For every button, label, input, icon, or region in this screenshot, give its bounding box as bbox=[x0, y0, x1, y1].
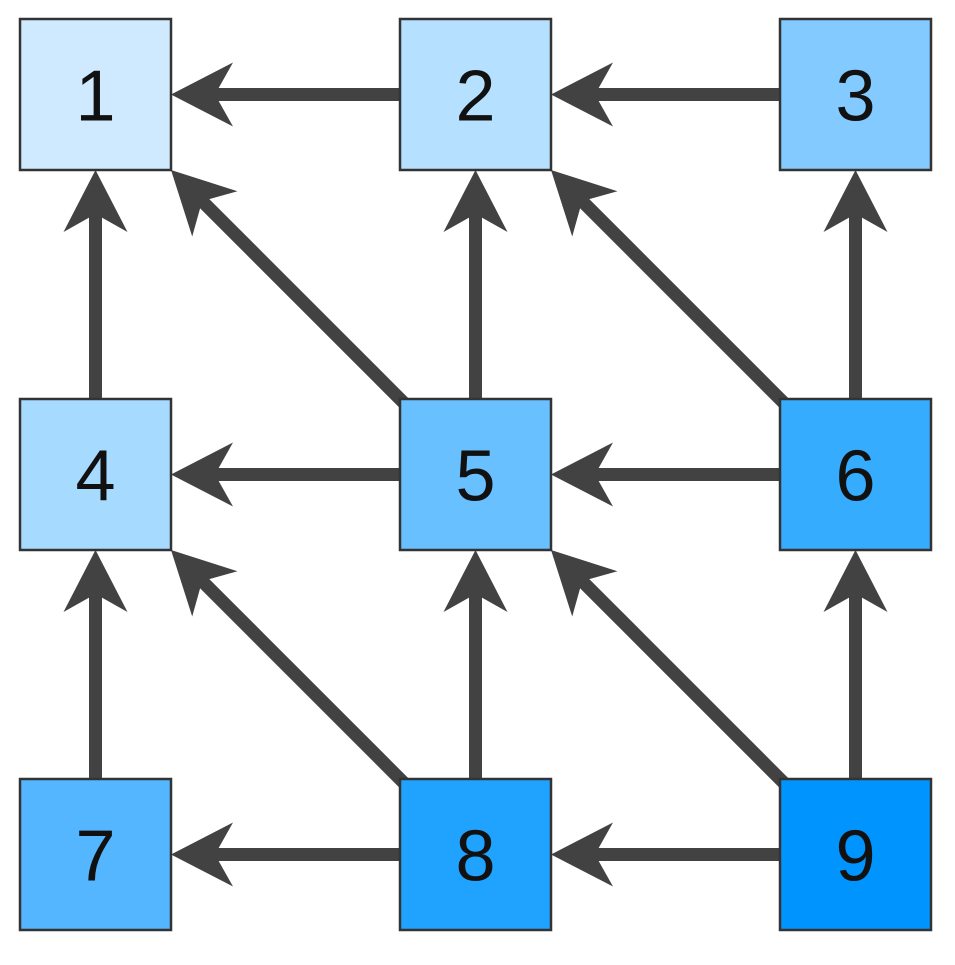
edge-line bbox=[195, 574, 411, 790]
edge-6-to-5 bbox=[551, 442, 793, 507]
node-box bbox=[778, 397, 933, 552]
arrowhead-icon bbox=[551, 62, 613, 127]
arrowhead-icon bbox=[63, 170, 128, 232]
node-7: 7 bbox=[18, 777, 173, 932]
node-box bbox=[398, 17, 553, 172]
arrowhead-icon bbox=[443, 170, 508, 232]
arrowhead-icon bbox=[823, 550, 888, 612]
node-box bbox=[398, 777, 553, 932]
arrowhead-icon bbox=[171, 822, 233, 887]
node-8: 8 bbox=[398, 777, 553, 932]
arrowhead-icon bbox=[551, 442, 613, 507]
arrowhead-icon bbox=[443, 550, 508, 612]
node-6: 6 bbox=[778, 397, 933, 552]
node-label: 1 bbox=[75, 57, 115, 137]
node-4: 4 bbox=[18, 397, 173, 552]
node-box bbox=[398, 397, 553, 552]
edge-9-to-6 bbox=[823, 550, 888, 792]
edge-4-to-1 bbox=[63, 170, 128, 412]
nodes-layer: 1 2 3 4 5 6 7 8 9 bbox=[18, 17, 933, 932]
node-label: 5 bbox=[455, 437, 495, 517]
edge-2-to-1 bbox=[171, 62, 413, 127]
edge-9-to-8 bbox=[551, 822, 793, 887]
edge-line bbox=[575, 574, 791, 790]
edge-8-to-5 bbox=[443, 550, 508, 792]
edge-3-to-2 bbox=[551, 62, 793, 127]
edge-6-to-2 bbox=[551, 170, 791, 410]
node-box bbox=[18, 777, 173, 932]
node-label: 2 bbox=[455, 57, 495, 137]
edge-5-to-4 bbox=[171, 442, 413, 507]
edge-line bbox=[575, 194, 791, 410]
node-9: 9 bbox=[778, 777, 933, 932]
arrowhead-icon bbox=[551, 822, 613, 887]
edge-5-to-1 bbox=[171, 170, 411, 410]
arrowhead-icon bbox=[171, 62, 233, 127]
edge-6-to-3 bbox=[823, 170, 888, 412]
arrowhead-icon bbox=[551, 550, 618, 617]
arrowhead-icon bbox=[63, 550, 128, 612]
node-box bbox=[18, 397, 173, 552]
node-label: 7 bbox=[75, 817, 115, 897]
node-3: 3 bbox=[778, 17, 933, 172]
node-2: 2 bbox=[398, 17, 553, 172]
edge-line bbox=[195, 194, 411, 410]
edge-5-to-2 bbox=[443, 170, 508, 412]
edge-8-to-4 bbox=[171, 550, 411, 790]
arrowhead-icon bbox=[823, 170, 888, 232]
edge-8-to-7 bbox=[171, 822, 413, 887]
arrowhead-icon bbox=[171, 442, 233, 507]
arrowhead-icon bbox=[551, 170, 618, 237]
node-box bbox=[778, 17, 933, 172]
node-1: 1 bbox=[18, 17, 173, 172]
node-box bbox=[18, 17, 173, 172]
node-label: 4 bbox=[75, 437, 115, 517]
node-5: 5 bbox=[398, 397, 553, 552]
edges-layer bbox=[63, 62, 888, 887]
edge-7-to-4 bbox=[63, 550, 128, 792]
node-label: 9 bbox=[835, 817, 875, 897]
node-label: 8 bbox=[455, 817, 495, 897]
node-label: 3 bbox=[835, 57, 875, 137]
node-box bbox=[778, 777, 933, 932]
arrowhead-icon bbox=[171, 550, 238, 617]
node-label: 6 bbox=[835, 437, 875, 517]
arrowhead-icon bbox=[171, 170, 238, 237]
edge-9-to-5 bbox=[551, 550, 791, 790]
